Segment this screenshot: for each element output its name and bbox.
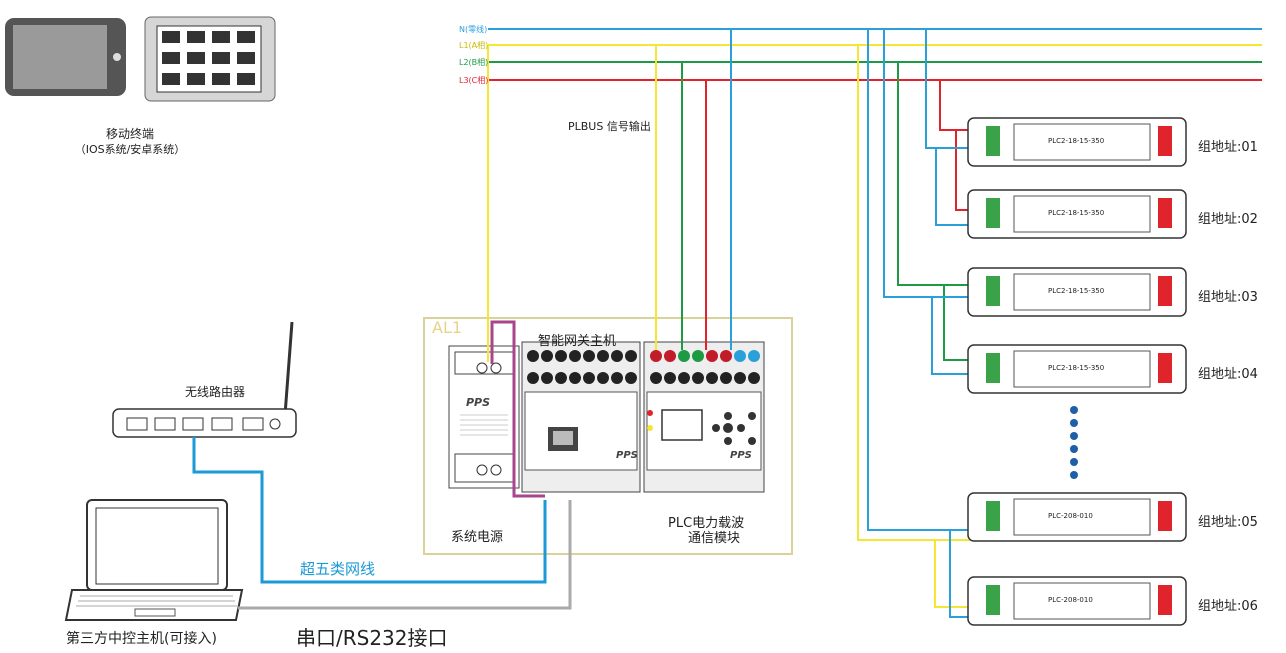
driver-model: PLC-208-010 <box>1048 596 1093 604</box>
driver-model: PLC2-18-15-350 <box>1048 209 1105 217</box>
plc-module-device <box>643 341 765 493</box>
pc-label: 第三方中控主机(可接入) <box>66 631 217 647</box>
psu-label: 系统电源 <box>451 530 504 545</box>
plc-label-line1: PLC电力载波 <box>668 516 745 531</box>
driver-group-label: 组地址:01 <box>1198 140 1258 155</box>
driver-group-label: 组地址:04 <box>1198 367 1258 382</box>
led-driver <box>967 344 1187 394</box>
cat5-cable <box>192 437 547 584</box>
power-supply-icon <box>448 345 520 489</box>
cabinet-label: AL1 <box>432 318 463 337</box>
driver-model: PLC2-18-15-350 <box>1048 364 1105 372</box>
driver-feed-lines <box>857 29 972 618</box>
serial-cable <box>238 500 572 610</box>
wall-panel-icon <box>144 16 276 102</box>
driver-group-label: 组地址:02 <box>1198 212 1258 227</box>
plbus-label: PLBUS 信号输出 <box>568 120 651 133</box>
driver-group-label: 组地址:06 <box>1198 599 1258 614</box>
cat5-label: 超五类网线 <box>300 560 376 578</box>
power-bus <box>488 28 1262 81</box>
driver-model: PLC-208-010 <box>1048 512 1093 520</box>
led-driver <box>967 576 1187 626</box>
laptop-icon <box>64 499 244 621</box>
mobile-os-label: （IOS系统/安卓系统） <box>74 143 186 156</box>
psu-link-cable <box>490 320 545 498</box>
led-driver <box>967 492 1187 542</box>
driver-group-label: 组地址:03 <box>1198 290 1258 305</box>
led-driver <box>967 117 1187 167</box>
led-driver <box>967 267 1187 317</box>
mobile-label: 移动终端 <box>105 127 154 141</box>
plc-brand: PPS <box>730 450 752 461</box>
gateway-label: 智能网关主机 <box>538 334 617 349</box>
router-label: 无线路由器 <box>185 385 246 399</box>
driver-list <box>967 117 1187 626</box>
serial-label: 串口/RS232接口 <box>296 626 448 650</box>
l3-line-label: L3(C相) <box>459 76 489 85</box>
plc-label-line2: 通信模块 <box>688 531 741 546</box>
router-icon <box>112 321 297 438</box>
more-drivers-dots <box>1070 406 1078 479</box>
driver-group-label: 组地址:05 <box>1198 515 1258 530</box>
driver-model: PLC2-18-15-350 <box>1048 287 1105 295</box>
driver-model: PLC2-18-15-350 <box>1048 137 1105 145</box>
led-driver <box>967 189 1187 239</box>
l1-line-label: L1(A相) <box>459 41 489 50</box>
gateway-device <box>521 341 641 493</box>
plc-feed-lines <box>487 29 732 362</box>
n-line-label: N(零线) <box>459 25 488 34</box>
tablet-icon <box>5 18 126 96</box>
gateway-brand: PPS <box>616 450 638 461</box>
l2-line-label: L2(B相) <box>459 58 489 67</box>
psu-brand: PPS <box>466 396 491 409</box>
cabinet-frame <box>423 317 793 555</box>
